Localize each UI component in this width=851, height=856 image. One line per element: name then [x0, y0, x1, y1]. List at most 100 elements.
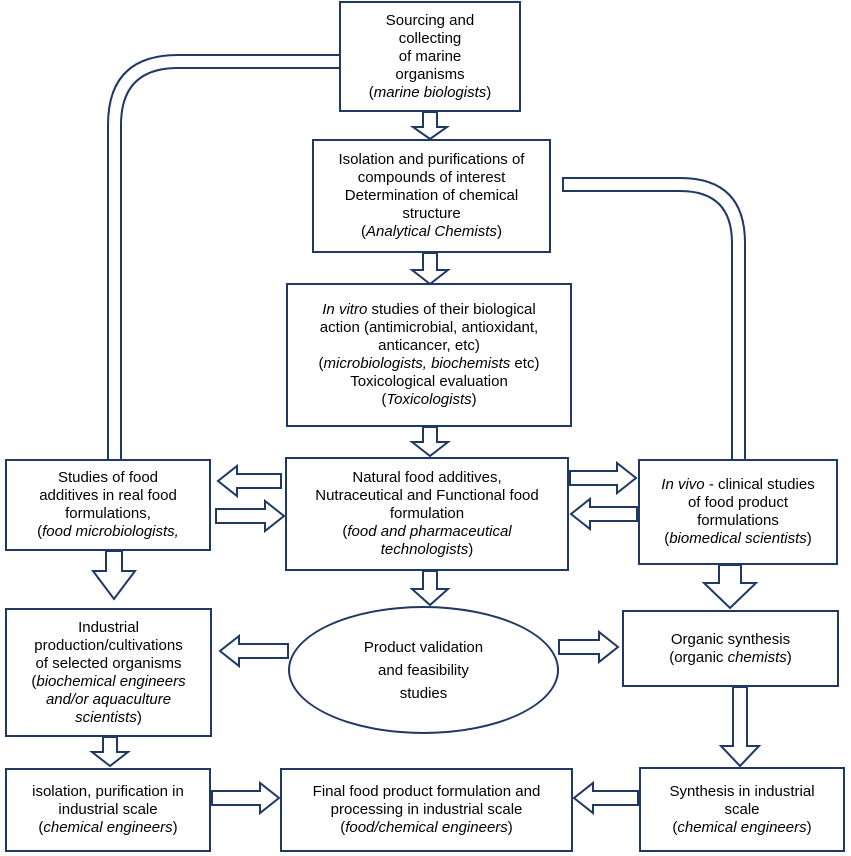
- sourcing-line3: of marine: [398, 47, 462, 65]
- arrow-food-studies-to-industrial: [91, 550, 137, 601]
- invitro-lead-rest: studies of their biological: [367, 301, 536, 318]
- invitro-lead-italic: In vitro: [322, 301, 368, 318]
- arrow-natural-to-invivo: [569, 460, 638, 496]
- synthesis-ind-role: (chemical engineers): [672, 818, 812, 836]
- industrial-role3-text: scientists: [75, 708, 137, 726]
- node-natural: Natural food additives, Nutraceutical an…: [285, 457, 569, 571]
- isolation-ind-role-text: chemical engineers: [43, 819, 173, 836]
- arrow-invivo-to-natural: [569, 496, 638, 532]
- node-organic: Organic synthesis (organic chemists): [622, 610, 839, 687]
- isolation-role: (Analytical Chemists): [361, 223, 502, 240]
- invivo-role-text: biomedical scientists: [669, 530, 807, 547]
- organic-line1: Organic synthesis: [670, 630, 791, 648]
- food-studies-role-text: food microbiologists,: [42, 523, 179, 540]
- isolation-ind-line2: industrial scale: [58, 801, 158, 818]
- synthesis-ind-role-text: chemical engineers: [677, 818, 807, 836]
- node-isolation: Isolation and purifications of compounds…: [312, 139, 551, 253]
- final-role-text: food/chemical engineers: [345, 819, 508, 836]
- invivo-lead-rest: - clinical studies: [704, 476, 815, 493]
- invitro-role: microbiologists, biochemists: [323, 355, 511, 372]
- isolation-line2: compounds of interest: [357, 169, 506, 186]
- industrial-role3: scientists): [75, 708, 142, 726]
- industrial-role1: (biochemical engineers: [31, 672, 186, 690]
- node-food-studies: Studies of food additives in real food f…: [5, 459, 211, 551]
- node-validation: Product validation and feasibility studi…: [288, 606, 559, 734]
- arrow-food-studies-to-natural: [215, 498, 286, 534]
- invivo-role: (biomedical scientists): [664, 530, 812, 547]
- organic-role: (organic chemists): [669, 648, 792, 666]
- synthesis-ind-line2: scale: [724, 800, 760, 818]
- organic-role-it: chemists: [727, 648, 787, 666]
- invitro-line2: action (antimicrobial, antioxidant,: [319, 319, 539, 336]
- node-industrial: Industrial production/cultivations of se…: [5, 608, 212, 737]
- isolation-line3: Determination of chemical: [344, 187, 519, 204]
- invitro-line3: anticancer, etc): [378, 337, 480, 354]
- isolation-ind-role: (chemical engineers): [38, 819, 178, 836]
- industrial-line3: of selected organisms: [35, 654, 182, 672]
- pipe-isolation-to-invivo: [562, 177, 746, 461]
- invitro-line1: In vitro studies of their biological: [322, 301, 535, 319]
- arrow-synthesis-ind-to-final: [572, 780, 639, 816]
- industrial-role2-text: and/or aquaculture: [45, 690, 172, 708]
- invitro-line5: Toxicological evaluation: [350, 373, 508, 390]
- natural-role2: technologists): [380, 541, 474, 558]
- food-studies-line3: formulations,: [65, 505, 151, 522]
- final-line1: Final food product formulation and: [312, 783, 541, 800]
- arrow-isolation-to-invitro: [409, 252, 451, 286]
- node-sourcing: Sourcing and collecting of marine organi…: [339, 1, 521, 112]
- industrial-role1-text: biochemical engineers: [36, 672, 186, 690]
- natural-line2: Nutraceutical and Functional food: [315, 487, 539, 504]
- natural-role1-text: food and pharmaceutical: [347, 523, 512, 540]
- arrow-natural-to-validation: [409, 570, 451, 607]
- sourcing-role: (marine biologists): [368, 83, 492, 101]
- arrow-organic-to-synthesis-ind: [718, 686, 762, 768]
- organic-role-pre: organic: [674, 648, 728, 666]
- industrial-line2: production/cultivations: [34, 636, 183, 654]
- invitro-role-suffix: etc): [510, 355, 540, 372]
- arrow-industrial-to-isolation-ind: [89, 736, 131, 768]
- invivo-lead-italic: In vivo: [661, 476, 705, 493]
- validation-line1: Product validation: [363, 638, 484, 656]
- sourcing-line2: collecting: [398, 29, 462, 47]
- validation-line2: and feasibility: [378, 661, 469, 679]
- invitro-line6: (Toxicologists): [381, 391, 477, 408]
- isolation-line1: Isolation and purifications of: [338, 151, 525, 168]
- invitro-role2: Toxicologists: [386, 391, 472, 408]
- isolation-role-text: Analytical Chemists: [366, 223, 497, 240]
- node-final: Final food product formulation and proce…: [280, 768, 573, 852]
- arrow-validation-to-organic: [558, 629, 620, 665]
- node-invitro: In vitro studies of their biological act…: [286, 283, 572, 427]
- isolation-line4: structure: [402, 205, 461, 222]
- sourcing-line1: Sourcing and: [385, 11, 475, 29]
- natural-line1: Natural food additives,: [352, 469, 502, 486]
- node-synthesis-ind: Synthesis in industrial scale (chemical …: [639, 767, 845, 852]
- industrial-line1: Industrial: [78, 618, 139, 636]
- final-role: (food/chemical engineers): [340, 819, 513, 836]
- sourcing-line4: organisms: [395, 65, 465, 83]
- node-isolation-ind: isolation, purification in industrial sc…: [5, 768, 211, 852]
- arrow-isolation-ind-to-final: [211, 780, 281, 816]
- arrow-invitro-to-natural: [409, 426, 451, 458]
- arrow-natural-to-food-studies: [216, 463, 282, 499]
- industrial-role2: and/or aquaculture: [46, 691, 171, 709]
- food-studies-line1: Studies of food: [57, 469, 159, 486]
- arrow-validation-to-industrial: [218, 633, 289, 669]
- food-studies-role: (food microbiologists,: [37, 523, 179, 540]
- invivo-line2: of food product: [687, 494, 789, 511]
- validation-line3: studies: [399, 684, 448, 702]
- arrow-invivo-to-organic: [701, 564, 759, 610]
- invivo-line1: In vivo - clinical studies: [661, 476, 814, 494]
- invivo-line3: formulations: [697, 512, 779, 529]
- natural-role1: (food and pharmaceutical: [342, 523, 512, 540]
- final-line2: processing in industrial scale: [330, 801, 523, 818]
- synthesis-ind-line1: Synthesis in industrial: [669, 782, 815, 800]
- invitro-line4: (microbiologists, biochemists etc): [318, 355, 540, 372]
- natural-line3: formulation: [389, 505, 465, 522]
- arrow-sourcing-to-isolation: [409, 111, 451, 141]
- food-studies-line2: additives in real food: [39, 487, 177, 504]
- node-invivo: In vivo - clinical studies of food produ…: [638, 459, 838, 565]
- sourcing-role-text: marine biologists: [373, 83, 487, 101]
- isolation-ind-line1: isolation, purification in: [32, 783, 184, 800]
- natural-role2-text: technologists: [380, 541, 469, 558]
